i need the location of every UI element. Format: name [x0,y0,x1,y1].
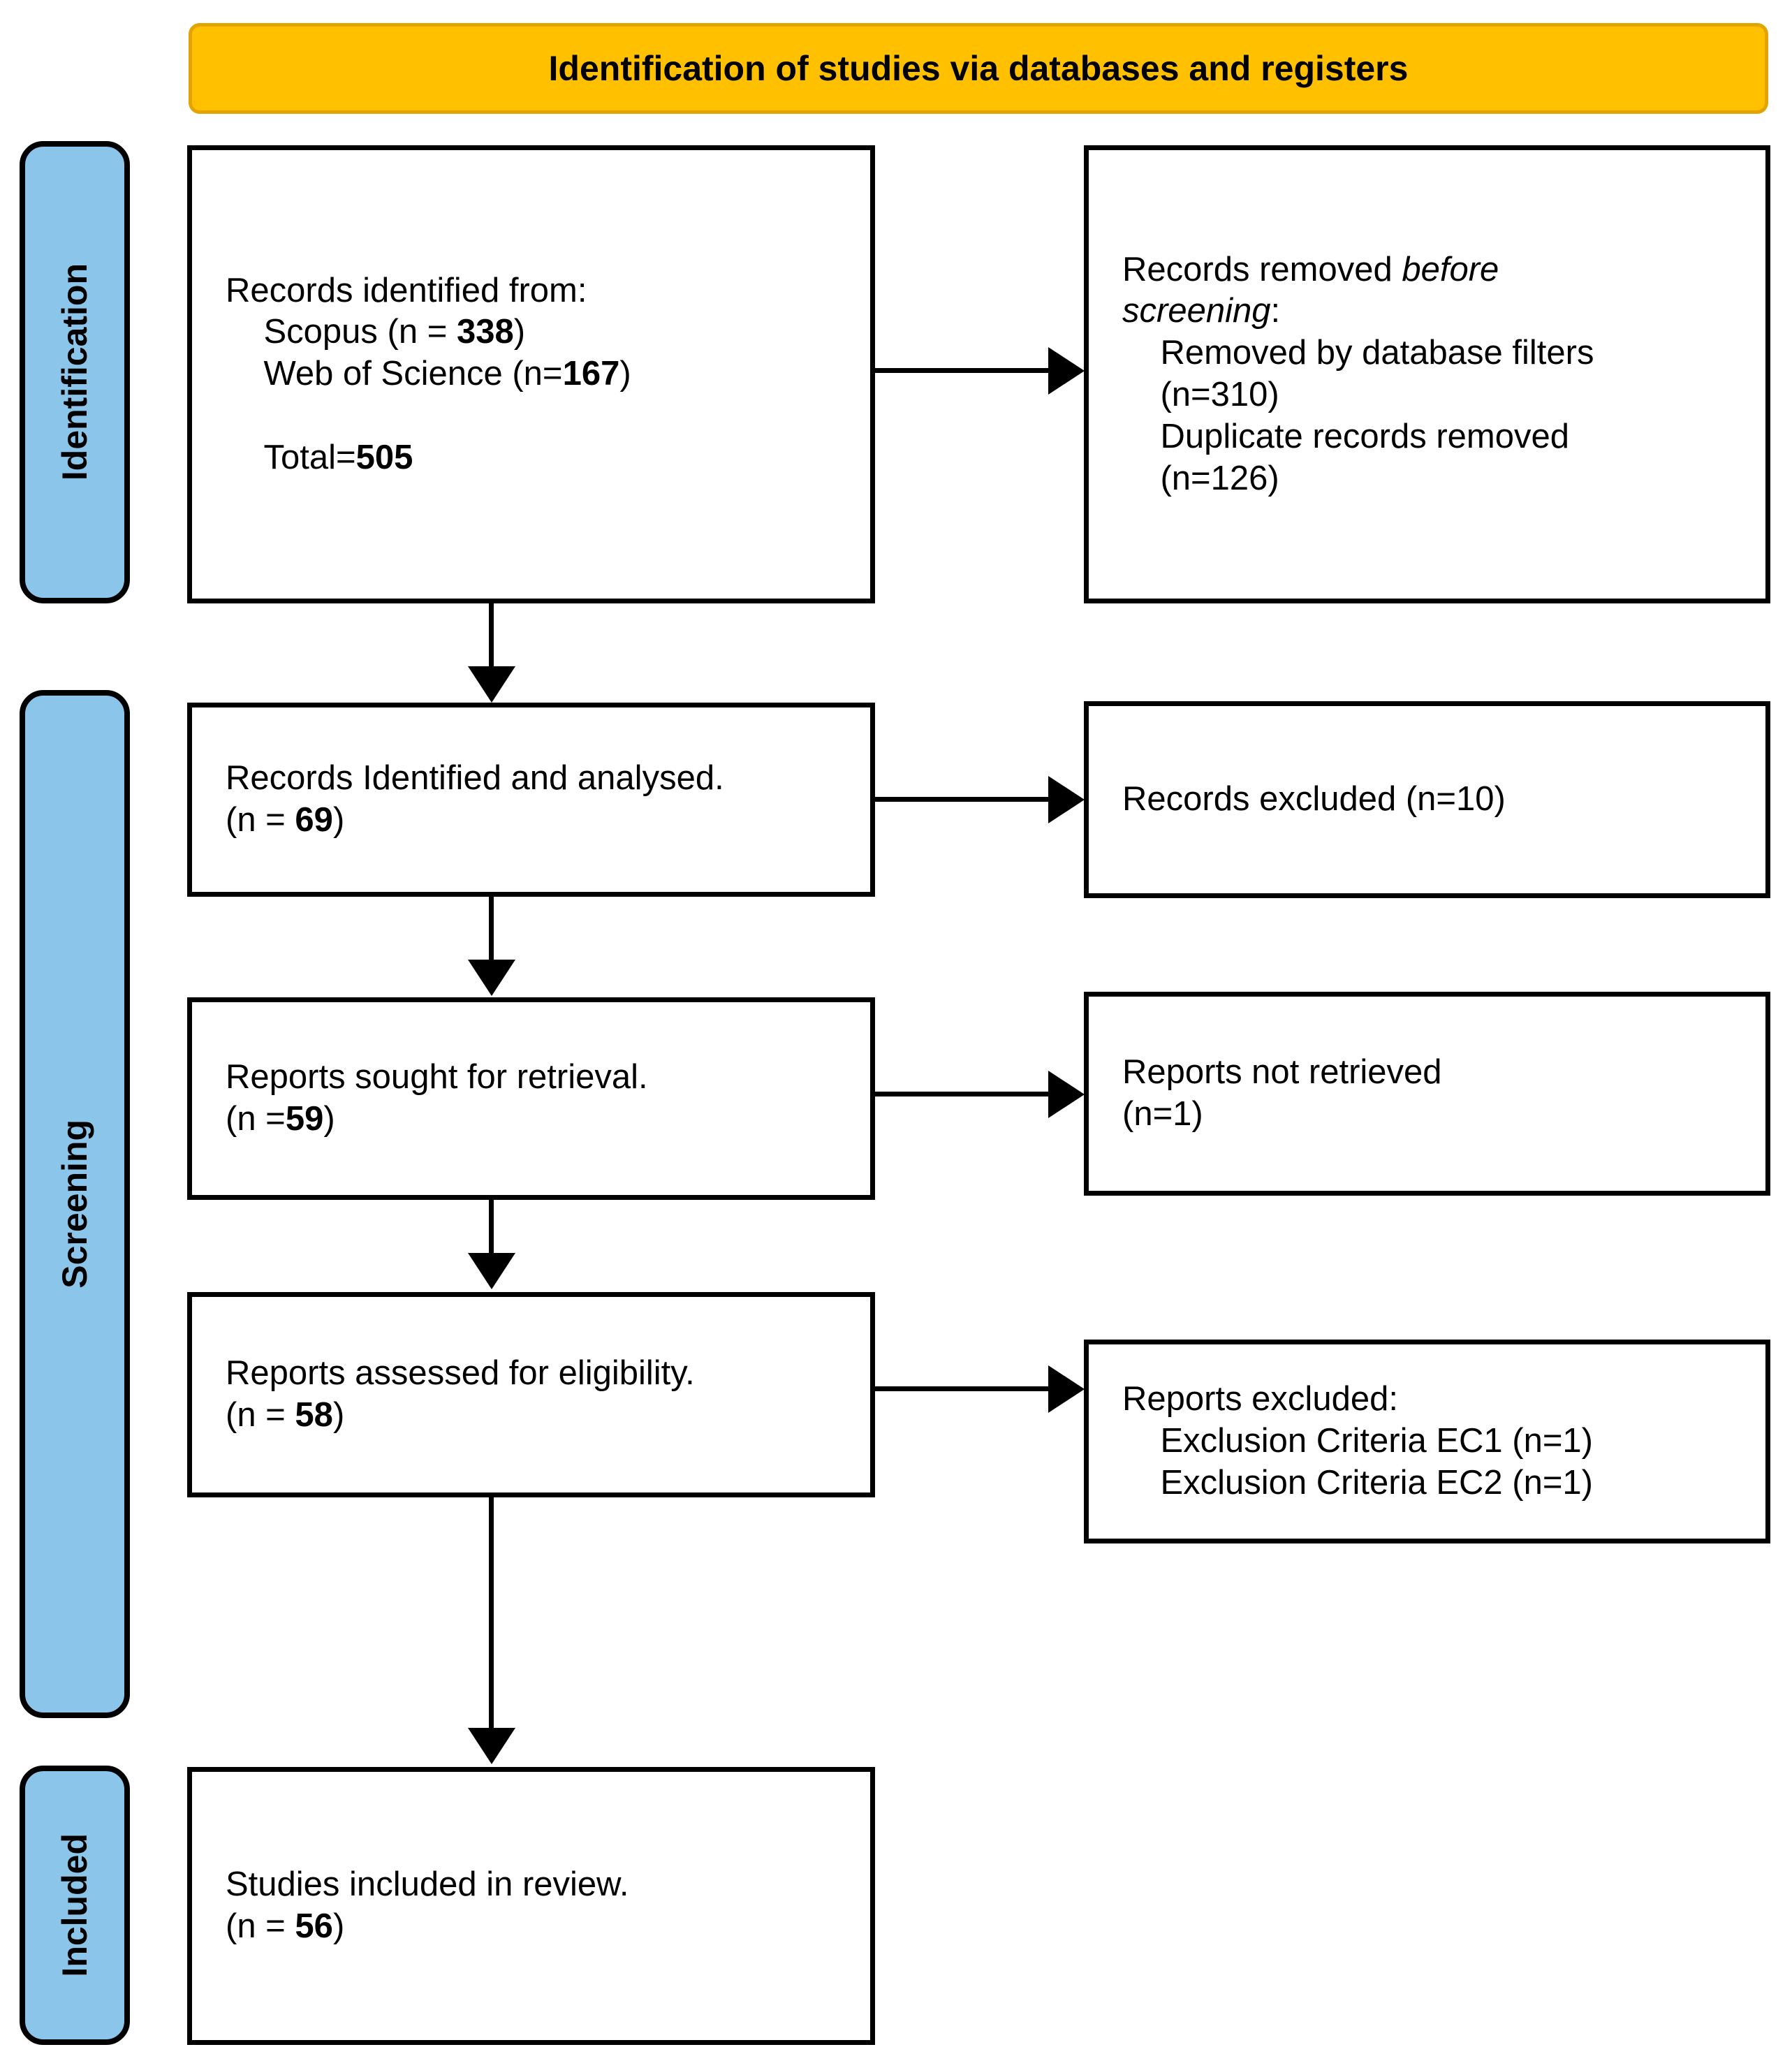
arrow-identified-to-screened-line [489,603,494,669]
reports-excluded-ec1: Exclusion Criteria EC1 (n=1) [1122,1422,1594,1460]
records-screened-n-value: 69 [295,801,333,839]
records-removed-duplicates-value: (n=126) [1122,459,1279,497]
records-identified-wos-value: 167 [562,355,620,393]
arrow-screened-to-sought-line [489,897,494,962]
box-records-identified: Records identified from: Scopus (n = 338… [187,145,875,603]
arrow-screened-to-excluded-line [875,797,1048,802]
box-records-excluded-text: Records excluded (n=10) [1122,780,1506,819]
records-screened-n-pre: (n = [226,801,295,839]
stage-label-identification-text: Identification [55,263,94,481]
reports-sought-n-value: 59 [285,1100,324,1138]
reports-not-retrieved-line2: (n=1) [1122,1095,1203,1133]
studies-included-n-post: ) [332,1907,345,1945]
box-reports-sought-text: Reports sought for retrieval. (n =59) [226,1057,852,1140]
arrow-assessed-to-repexcluded-line [875,1386,1048,1391]
records-identified-scopus-value: 338 [456,313,514,351]
box-records-screened: Records Identified and analysed.(n = 69) [187,703,875,897]
arrow-sought-to-assessed-line [489,1200,494,1256]
reports-assessed-line1: Reports assessed for eligibility. [226,1354,695,1393]
box-records-excluded: Records excluded (n=10) [1084,701,1770,898]
records-identified-scopus-close: ) [513,313,526,351]
reports-assessed-n-pre: (n = [226,1396,295,1434]
reports-sought-n-post: ) [323,1100,335,1138]
arrow-identified-to-screened-head [468,666,515,703]
arrow-identified-to-removed-line [875,368,1048,373]
records-removed-filters-label: Removed by database filters [1122,334,1594,372]
records-removed-line1-pre: Records removed [1122,250,1402,288]
records-removed-duplicates-label: Duplicate records removed [1122,417,1570,455]
stage-label-included: Included [20,1766,130,2045]
box-reports-assessed-text: Reports assessed for eligibility.(n = 58… [226,1353,852,1437]
reports-assessed-n-value: 58 [295,1396,333,1434]
box-records-identified-text: Records identified from: Scopus (n = 338… [226,270,852,479]
box-studies-included-text: Studies included in review.(n = 56) [226,1864,852,1948]
arrow-sought-to-notretrieved-line [875,1092,1048,1096]
stage-label-screening-text: Screening [55,1120,94,1289]
reports-excluded-ec2: Exclusion Criteria EC2 (n=1) [1122,1463,1594,1502]
arrow-screened-to-sought-head [468,960,515,996]
box-studies-included: Studies included in review.(n = 56) [187,1767,875,2045]
records-identified-line1: Records identified from: [226,271,587,309]
diagram-header-banner: Identification of studies via databases … [189,23,1768,114]
records-identified-scopus-label: Scopus (n = [226,313,457,351]
arrow-assessed-to-repexcluded-head [1048,1365,1085,1413]
studies-included-line1: Studies included in review. [226,1865,629,1904]
box-reports-excluded-text: Reports excluded: Exclusion Criteria EC1… [1122,1379,1747,1504]
box-reports-assessed: Reports assessed for eligibility.(n = 58… [187,1292,875,1497]
records-screened-line1: Records Identified and analysed. [226,759,724,798]
studies-included-n-pre: (n = [226,1907,295,1945]
records-identified-total-value: 505 [355,438,413,476]
arrow-identified-to-removed-head [1048,347,1085,395]
records-removed-line1-em: before [1402,250,1499,288]
reports-assessed-n-post: ) [332,1396,345,1434]
arrow-screened-to-excluded-head [1048,776,1085,823]
reports-sought-n-pre: (n = [226,1100,286,1138]
arrow-sought-to-notretrieved-head [1048,1071,1085,1118]
reports-not-retrieved-line1: Reports not retrieved [1122,1053,1442,1092]
records-identified-total-label: Total= [226,438,356,476]
box-records-removed-text: Records removed before screening: Removed… [1122,249,1747,500]
stage-label-identification: Identification [20,141,130,603]
box-records-screened-text: Records Identified and analysed.(n = 69) [226,758,852,842]
records-removed-filters-value: (n=310) [1122,376,1279,413]
studies-included-n-value: 56 [295,1907,333,1945]
page-title: Identification of studies via databases … [548,49,1409,88]
records-removed-line2-post: : [1270,292,1281,330]
box-reports-not-retrieved-text: Reports not retrieved(n=1) [1122,1052,1747,1136]
stage-label-included-text: Included [55,1833,94,1977]
arrow-assessed-to-included-line [489,1497,494,1731]
reports-sought-line1: Reports sought for retrieval. [226,1058,648,1096]
box-reports-sought: Reports sought for retrieval. (n =59) [187,997,875,1200]
records-identified-wos-label: Web of Science (n= [226,355,563,393]
box-records-removed: Records removed before screening: Removed… [1084,145,1770,603]
records-removed-line2-em: screening [1122,292,1271,330]
records-screened-n-post: ) [332,801,345,839]
arrow-sought-to-assessed-head [468,1253,515,1289]
stage-label-screening: Screening [20,690,130,1718]
reports-excluded-line1: Reports excluded: [1122,1380,1398,1418]
box-reports-not-retrieved: Reports not retrieved(n=1) [1084,992,1770,1196]
arrow-assessed-to-included-head [468,1728,515,1764]
box-reports-excluded: Reports excluded: Exclusion Criteria EC1… [1084,1340,1770,1543]
records-identified-wos-close: ) [619,355,631,393]
